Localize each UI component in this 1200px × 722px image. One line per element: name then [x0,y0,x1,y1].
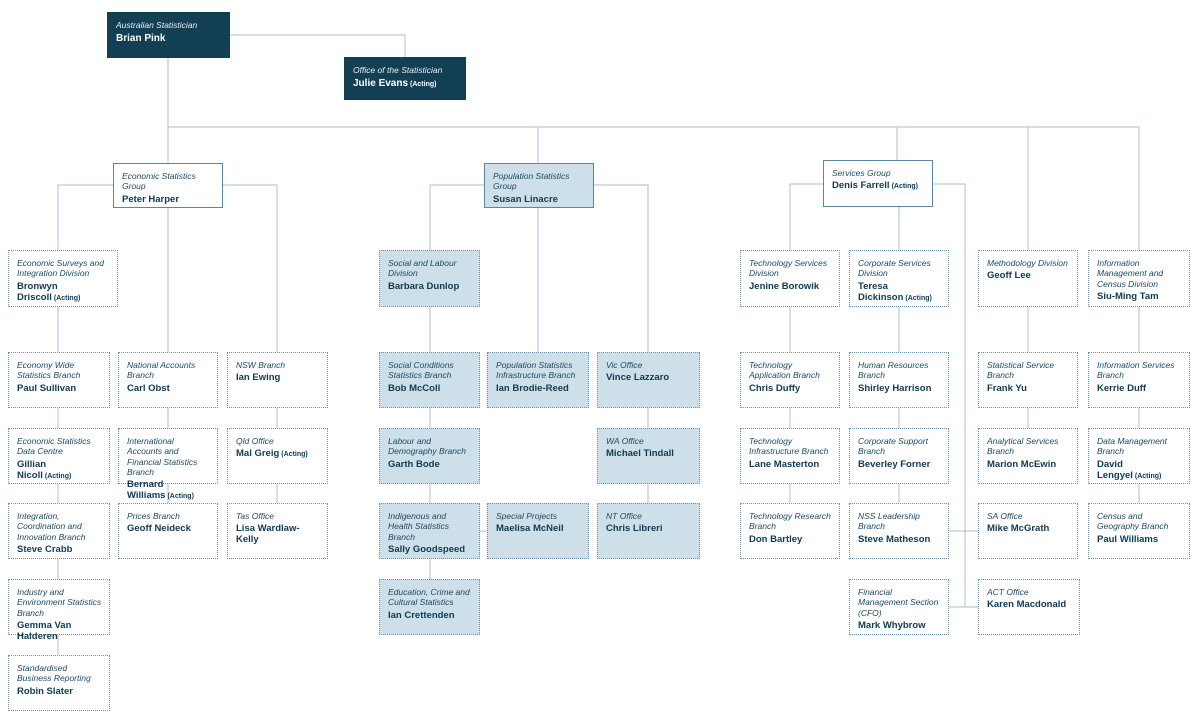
node-sa-office: SA Office Mike McGrath [978,503,1078,559]
node-labour-and-demography-branch: Labour and Demography Branch Garth Bode [379,428,480,484]
node-population-statistics-infrastructure-branch: Population Statistics Infrastructure Bra… [487,352,589,408]
node-nss-leadership-branch: NSS Leadership Branch Steve Matheson [849,503,949,559]
node-economic-statistics-data-centre: Economic Statistics Data Centre Gillian … [8,428,110,484]
node-corporate-services-division: Corporate Services Division Teresa Dicki… [849,250,949,307]
node-nsw-branch: NSW Branch Ian Ewing [227,352,328,408]
node-integration-coordination-innovation-branch: Integration, Coordination and Innovation… [8,503,110,559]
node-nt-office: NT Office Chris Libreri [597,503,700,559]
node-methodology-division: Methodology Division Geoff Lee [978,250,1078,307]
node-prices-branch: Prices Branch Geoff Neideck [118,503,218,559]
node-social-conditions-statistics-branch: Social Conditions Statistics Branch Bob … [379,352,480,408]
node-education-crime-cultural-statistics: Education, Crime and Cultural Statistics… [379,579,480,635]
node-wa-office: WA Office Michael Tindall [597,428,700,484]
node-financial-management-section-cfo: Financial Management Section (CFO) Mark … [849,579,949,635]
node-tas-office: Tas Office Lisa Wardlaw-Kelly [227,503,328,559]
node-technology-infrastructure-branch: Technology Infrastructure Branch Lane Ma… [740,428,840,484]
node-social-and-labour-division: Social and Labour Division Barbara Dunlo… [379,250,480,307]
node-act-office: ACT Office Karen Macdonald [978,579,1080,635]
node-standardised-business-reporting: Standardised Business Reporting Robin Sl… [8,655,110,711]
node-population-statistics-group: Population Statistics Group Susan Linacr… [484,163,594,208]
node-special-projects: Special Projects Maelisa McNeil [487,503,589,559]
node-census-and-geography-branch: Census and Geography Branch Paul William… [1088,503,1190,559]
node-economic-statistics-group: Economic Statistics Group Peter Harper [113,163,223,208]
node-information-services-branch: Information Services Branch Kerrie Duff [1088,352,1190,408]
node-technology-application-branch: Technology Application Branch Chris Duff… [740,352,840,408]
node-economic-surveys-integration-division: Economic Surveys and Integration Divisio… [8,250,118,307]
node-industry-environment-statistics-branch: Industry and Environment Statistics Bran… [8,579,110,642]
node-australian-statistician: Australian Statistician Brian Pink [107,12,230,58]
node-corporate-support-branch: Corporate Support Branch Beverley Forner [849,428,949,484]
node-international-accounts-financial-statistics-branch: International Accounts and Financial Sta… [118,428,218,501]
node-qld-office: Qld Office Mal Greig(Acting) [227,428,328,484]
node-indigenous-health-statistics-branch: Indigenous and Health Statistics Branch … [379,503,480,559]
node-national-accounts-branch: National Accounts Branch Carl Obst [118,352,218,408]
node-technology-services-division: Technology Services Division Jenine Boro… [740,250,840,307]
node-human-resources-branch: Human Resources Branch Shirley Harrison [849,352,949,408]
node-office-of-the-statistician: Office of the Statistician Julie Evans(A… [344,57,466,100]
node-statistical-service-branch: Statistical Service Branch Frank Yu [978,352,1078,408]
node-vic-office: Vic Office Vince Lazzaro [597,352,700,408]
node-information-management-census-division: Information Management and Census Divisi… [1088,250,1190,307]
node-economy-wide-statistics-branch: Economy Wide Statistics Branch Paul Sull… [8,352,110,408]
node-data-management-branch: Data Management Branch David Lengyel(Act… [1088,428,1190,484]
node-analytical-services-branch: Analytical Services Branch Marion McEwin [978,428,1078,484]
node-technology-research-branch: Technology Research Branch Don Bartley [740,503,840,559]
node-services-group: Services Group Denis Farrell(Acting) [823,160,933,207]
